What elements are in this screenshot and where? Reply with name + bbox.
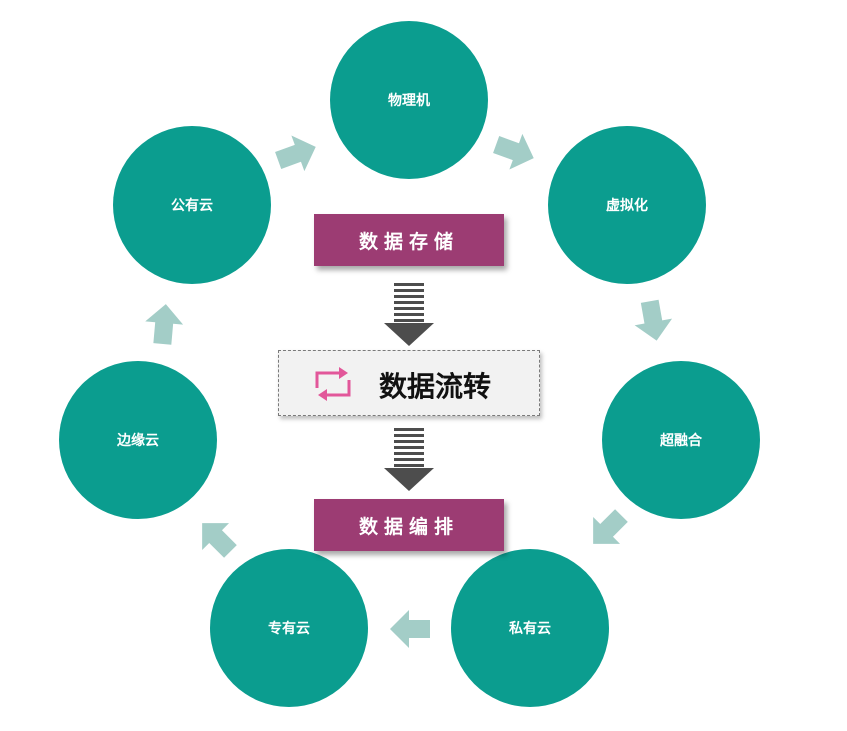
node-label: 超融合 <box>660 433 702 449</box>
cycle-arrow-icon <box>390 610 430 648</box>
cycle-arrow-icon <box>145 304 184 345</box>
banner-label: 数据存储 <box>358 230 459 253</box>
down-arrow-icon <box>384 283 434 346</box>
node-label: 公有云 <box>171 198 213 214</box>
cycle-arrow-icon <box>202 523 237 558</box>
node-public-cloud: 公有云 <box>113 126 271 284</box>
cycle-arrow-icon <box>593 509 628 544</box>
node-virtualization: 虚拟化 <box>548 126 706 284</box>
cycle-arrow-icon <box>493 133 534 170</box>
node-hyperconverged: 超融合 <box>602 361 760 519</box>
node-physical-machine: 物理机 <box>330 21 488 179</box>
banner-data-orchestration: 数据编排 <box>314 499 504 551</box>
banner-data-storage: 数据存储 <box>314 214 504 266</box>
banner-label: 数据编排 <box>358 515 459 538</box>
node-label: 物理机 <box>388 93 430 109</box>
cycle-arrows-icon <box>315 367 351 401</box>
node-private-cloud: 私有云 <box>451 549 609 707</box>
node-dedicated-cloud: 专有云 <box>210 549 368 707</box>
cycle-arrow-icon <box>275 135 316 172</box>
node-label: 虚拟化 <box>606 198 648 214</box>
down-arrow-icon <box>384 428 434 491</box>
node-label: 边缘云 <box>117 433 159 449</box>
node-label: 私有云 <box>509 621 551 637</box>
cycle-arrow-icon <box>634 299 673 341</box>
flow-label: 数据流转 <box>379 370 492 403</box>
node-edge-cloud: 边缘云 <box>59 361 217 519</box>
data-flow-box: 数据流转 <box>278 350 540 416</box>
node-label: 专有云 <box>268 621 310 637</box>
